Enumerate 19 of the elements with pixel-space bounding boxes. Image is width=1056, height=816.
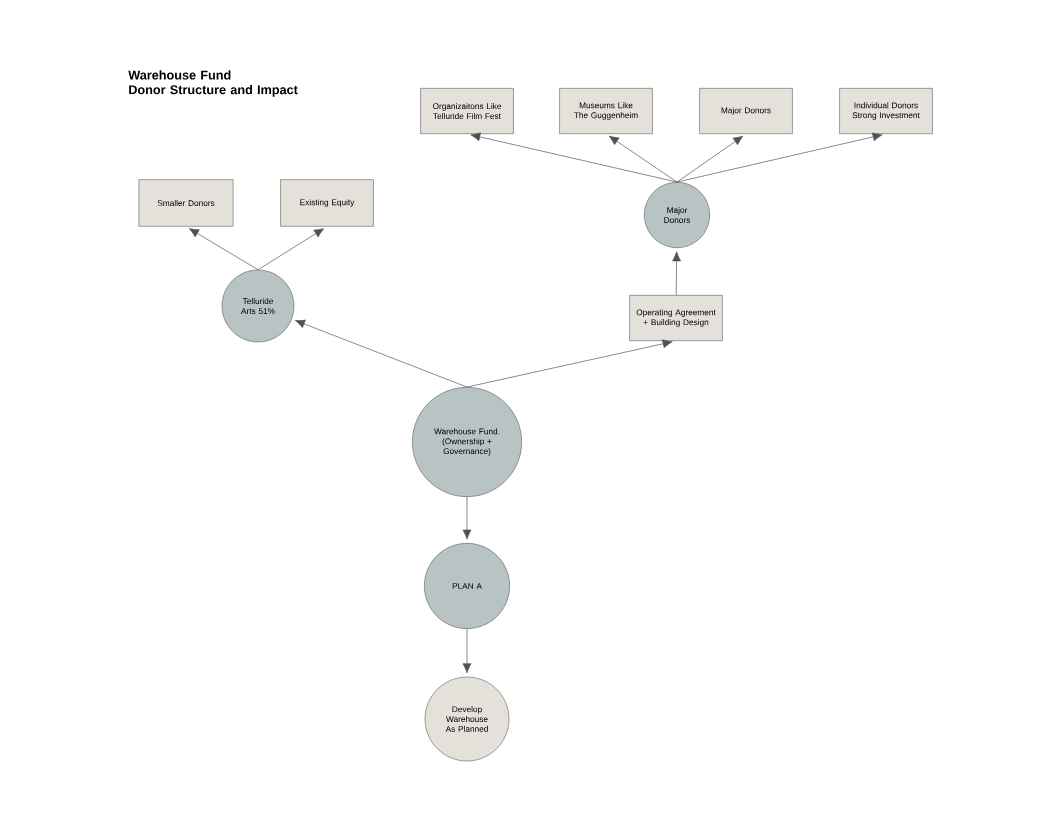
title: Warehouse Fund Donor Structure and Impact: [128, 70, 298, 97]
process-box: Major Donors: [699, 88, 793, 134]
arrow: [676, 135, 744, 183]
arrow: [470, 132, 678, 183]
arrow: [462, 496, 472, 540]
arrow: [676, 132, 883, 183]
arrow: [462, 628, 472, 674]
arrow: [608, 135, 678, 183]
process-box: Museums Like The Guggenheim: [559, 88, 653, 134]
process-box: Organizaitons Like Telluride Film Fest: [420, 88, 514, 134]
process-box: Existing Equity: [280, 179, 374, 227]
arrow: [672, 251, 681, 296]
arrow: [295, 319, 468, 388]
arrow: [189, 228, 259, 271]
process-box: Operating Agreement + Building Design: [629, 295, 723, 341]
process-box: Smaller Donors: [138, 179, 234, 227]
arrow: [466, 339, 673, 388]
process-box: Individual Donors Strong Investment: [839, 88, 933, 134]
arrow: [257, 228, 325, 271]
